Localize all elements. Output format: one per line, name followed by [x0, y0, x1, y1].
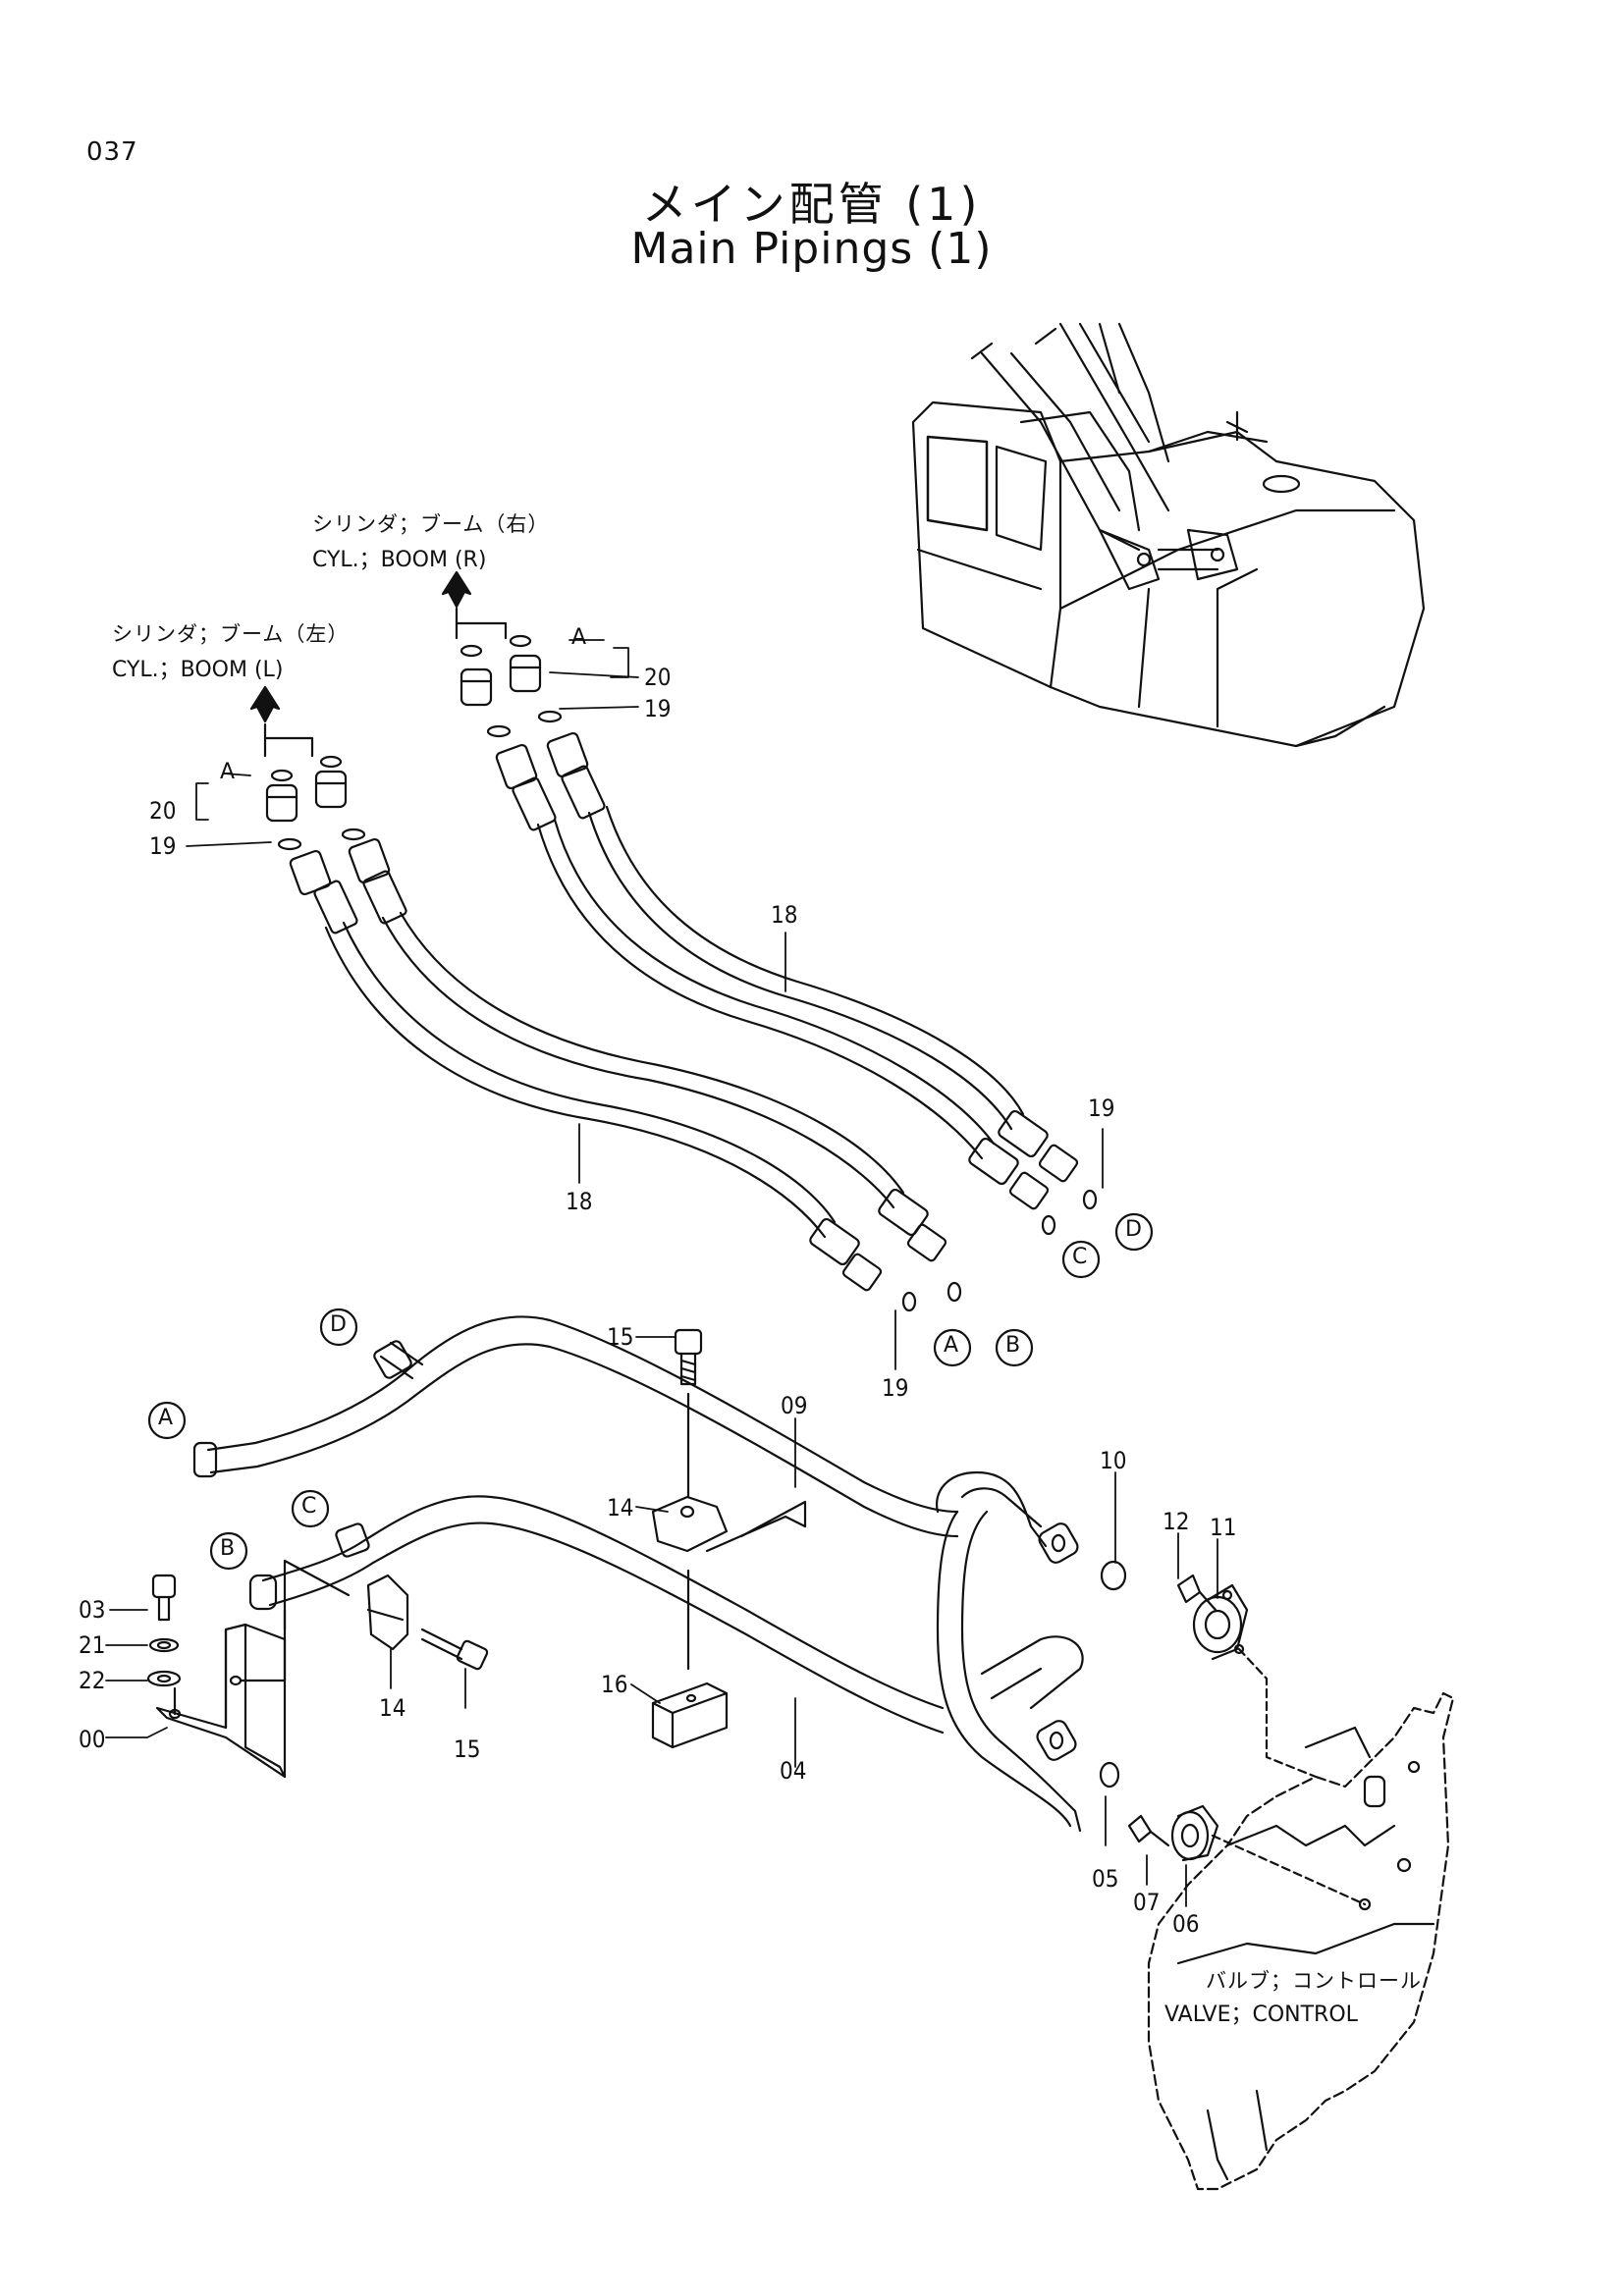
part-number-05: 05 — [1092, 1865, 1119, 1893]
label-cyl-boom-left-en: CYL.；BOOM (L) — [112, 658, 284, 682]
connection-letter-c-pipe: C — [301, 1494, 317, 1519]
connection-letter-a-right-top: A — [571, 625, 587, 650]
label-cyl-boom-right-en: CYL.；BOOM (R) — [312, 548, 487, 572]
part-number-15-lower: 15 — [454, 1735, 481, 1763]
part-number-07: 07 — [1133, 1889, 1161, 1916]
part-number-18-lower: 18 — [566, 1188, 593, 1215]
hose-assembly-right — [441, 570, 1098, 1236]
part-number-20-right: 20 — [644, 664, 672, 691]
page-title-english: Main Pipings (1) — [630, 224, 993, 274]
leader-lines — [105, 639, 1218, 1907]
part-number-19-left: 19 — [149, 832, 177, 860]
control-valve-and-flanges — [1127, 1574, 1455, 2191]
connection-markers — [147, 1212, 1154, 1571]
connection-letter-b-pipe: B — [220, 1536, 236, 1561]
excavator-overview-illustration — [911, 322, 1426, 748]
connection-letter-d-pipe: D — [330, 1312, 347, 1337]
part-number-19-hose-right: 19 — [1088, 1095, 1115, 1122]
part-number-19-hose-left: 19 — [882, 1374, 909, 1402]
part-number-10: 10 — [1100, 1447, 1127, 1474]
connection-letter-a-pipe: A — [158, 1406, 174, 1430]
label-valve-control-en: VALVE；CONTROL — [1164, 2002, 1358, 2027]
part-number-22: 22 — [79, 1667, 106, 1694]
connection-letter-a-left-top: A — [220, 760, 236, 784]
part-number-11: 11 — [1210, 1514, 1237, 1541]
connection-letter-d-hose: D — [1125, 1217, 1142, 1242]
part-number-18-upper: 18 — [771, 901, 798, 929]
bracket-and-clamps — [146, 1328, 807, 1779]
part-number-21: 21 — [79, 1631, 106, 1659]
connection-letter-a-hose: A — [944, 1333, 959, 1358]
part-number-12: 12 — [1163, 1508, 1190, 1535]
part-number-00: 00 — [79, 1726, 106, 1753]
connection-letter-c-hose: C — [1072, 1245, 1088, 1269]
part-number-14-upper: 14 — [607, 1494, 634, 1522]
part-number-04: 04 — [780, 1757, 807, 1785]
part-number-16: 16 — [601, 1671, 628, 1698]
part-number-06: 06 — [1172, 1910, 1200, 1938]
part-number-20-left: 20 — [149, 797, 177, 825]
part-number-15-upper: 15 — [607, 1323, 634, 1351]
page-title-japanese: メイン配管 (1) — [641, 178, 982, 231]
part-number-19-right: 19 — [644, 695, 672, 722]
part-number-09: 09 — [781, 1392, 808, 1419]
label-cyl-boom-right-jp: シリンダ；ブーム（右） — [312, 512, 550, 536]
label-cyl-boom-left-jp: シリンダ；ブーム（左） — [112, 622, 350, 646]
part-number-03: 03 — [79, 1596, 106, 1624]
part-number-14-lower: 14 — [379, 1694, 406, 1722]
connection-letter-b-hose: B — [1005, 1333, 1021, 1358]
label-valve-control-jp: バルブ；コントロール — [1206, 1969, 1422, 1993]
steel-pipes — [192, 1315, 1127, 1833]
hose-assembly-left — [249, 685, 962, 1312]
page-number: 037 — [86, 137, 138, 167]
